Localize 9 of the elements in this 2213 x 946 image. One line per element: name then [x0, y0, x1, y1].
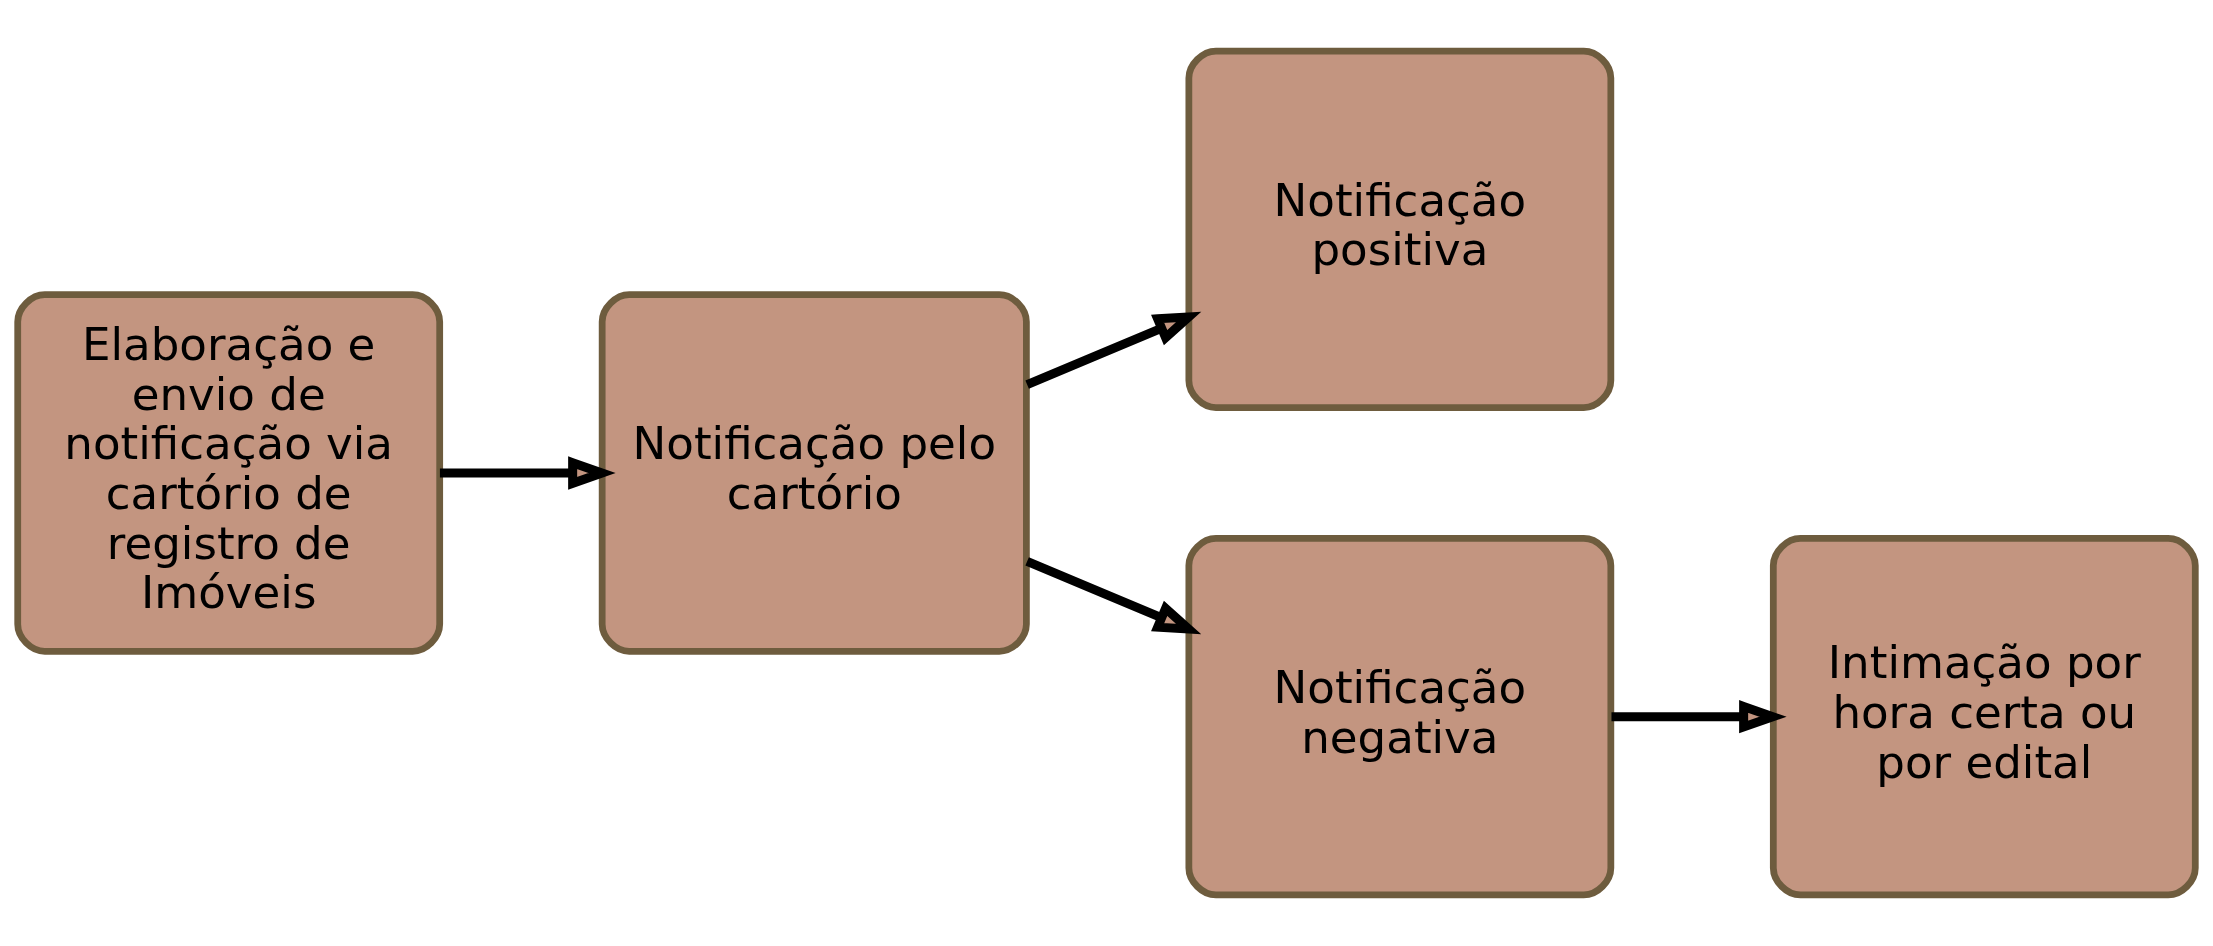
node-box: Intimação por hora certa ou por edital	[1769, 535, 2199, 899]
arrow	[1611, 700, 1787, 734]
node-box: Notificação pelo cartório	[598, 291, 1030, 655]
arrow	[1025, 557, 1202, 635]
node-box: Elaboração e envio de notificação via cartório de registro de Imóveis	[14, 291, 444, 655]
node-box: Notificação positiva	[1185, 47, 1615, 411]
arrow	[439, 456, 616, 490]
arrow	[1025, 311, 1202, 389]
node-box: Notificação negativa	[1185, 535, 1615, 899]
